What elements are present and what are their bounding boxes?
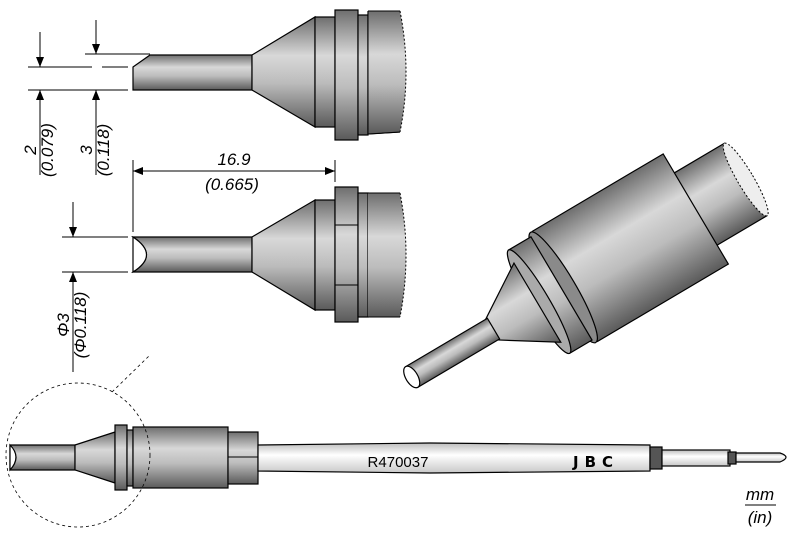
- brand-logo: JBC: [572, 453, 613, 471]
- unit-mm: mm: [746, 485, 774, 504]
- length-dimension: 16.9 (0.665): [132, 150, 336, 232]
- cartridge-full-view: R470037 JBC: [5, 354, 787, 528]
- tip-top-view: [130, 186, 407, 323]
- thickness-mm: 2: [21, 145, 40, 156]
- detail-circle: [5, 382, 151, 528]
- units-legend: mm (in): [745, 485, 776, 527]
- width-mm: 3: [77, 145, 96, 155]
- part-number: R470037: [368, 454, 429, 471]
- length-mm: 16.9: [217, 150, 251, 169]
- tip-side-view: [132, 9, 407, 141]
- thickness-dimension: 2 (0.079) 3 (0.118): [21, 20, 150, 177]
- unit-in: (in): [748, 508, 773, 527]
- diameter-dimension: Φ3 (Φ0.118): [54, 202, 128, 372]
- diameter-mm: Φ3: [54, 313, 73, 337]
- length-in: (0.665): [205, 175, 259, 194]
- tip-3d-view: [403, 142, 769, 389]
- diameter-in: (Φ0.118): [71, 292, 90, 359]
- width-in: (0.118): [94, 124, 113, 177]
- thickness-in: (0.079): [38, 123, 57, 177]
